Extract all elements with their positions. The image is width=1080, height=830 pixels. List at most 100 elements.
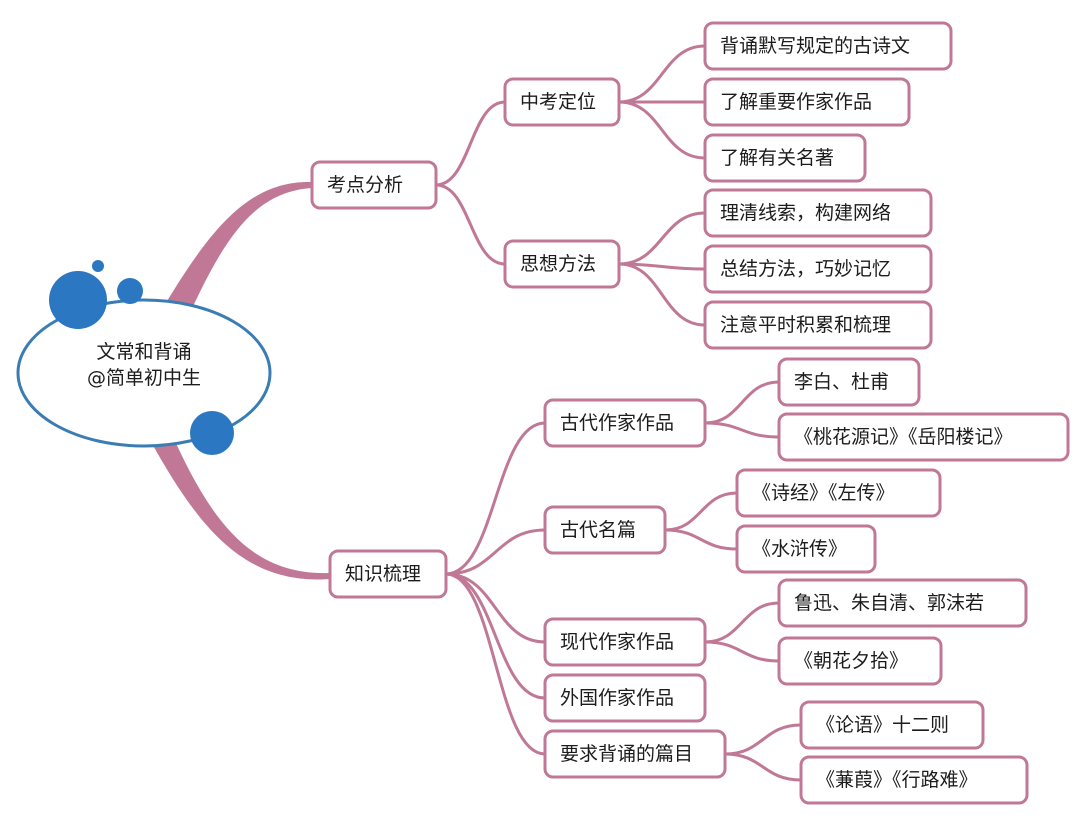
topic-node-0-1-box (503, 239, 621, 289)
topic-node-0-0-label: 中考定位 (520, 91, 596, 113)
leaf-node-0-1-1: 总结方法，巧妙记忆 (703, 244, 933, 294)
branch-node-1-box (328, 549, 448, 599)
leaf-node-0-1-1-label: 总结方法，巧妙记忆 (720, 258, 891, 280)
topic-node-0-0: 中考定位 (503, 77, 621, 127)
topic-node-1-1-label: 古代名篇 (560, 519, 636, 541)
leaf-node-1-1-0-box (735, 468, 942, 518)
edge-1-4-0 (723, 723, 803, 756)
topic-node-1-1: 古代名篇 (543, 505, 667, 555)
edge-1-1-0 (663, 491, 739, 532)
leaf-node-1-1-0-label: 《诗经》《左传》 (752, 482, 895, 504)
edge-1-0 (444, 421, 547, 576)
topic-node-1-2: 现代作家作品 (543, 617, 707, 667)
leaf-node-1-0-1-box (777, 412, 1070, 462)
bubble-large (49, 271, 107, 329)
leaf-node-1-1-1-box (735, 524, 877, 574)
leaf-node-0-0-0-box (703, 21, 953, 71)
leaf-node-0-1-2: 注意平时积累和梳理 (703, 300, 933, 350)
leaf-node-1-4-0: 《论语》十二则 (799, 700, 985, 750)
edge-1-2-1 (703, 640, 781, 663)
bubble-small (92, 260, 104, 272)
leaf-node-1-2-1-label: 《朝花夕拾》 (794, 650, 908, 672)
topic-node-1-2-label: 现代作家作品 (560, 631, 674, 653)
edge-1-0-0 (703, 380, 781, 425)
leaf-node-1-4-1-box (799, 755, 1029, 805)
topic-node-1-0-box (543, 398, 707, 448)
leaf-node-1-1-1: 《水浒传》 (735, 524, 877, 574)
branch-node-1-label: 知识梳理 (345, 563, 421, 585)
leaf-node-1-0-0-label: 李白、杜甫 (794, 371, 889, 393)
leaf-node-1-0-0-box (777, 357, 921, 407)
connector-lines (434, 44, 803, 782)
leaf-node-0-0-1-box (703, 77, 911, 127)
leaf-node-1-4-0-box (799, 700, 985, 750)
leaf-node-1-2-0-box (777, 578, 1028, 628)
edge-0-1 (434, 183, 507, 266)
topic-node-1-2-box (543, 617, 707, 667)
edge-1-0-1 (703, 421, 781, 439)
leaf-node-1-4-0-label: 《论语》十二则 (816, 714, 949, 736)
edge-1-2 (444, 572, 547, 644)
leaf-node-1-0-1: 《桃花源记》《岳阳楼记》 (777, 412, 1070, 462)
leaf-node-1-4-1: 《蒹葭》《行路难》 (799, 755, 1029, 805)
edge-1-1-1 (663, 528, 739, 551)
leaf-node-1-0-1-label: 《桃花源记》《岳阳楼记》 (794, 426, 1013, 448)
edge-0-0 (434, 100, 507, 187)
leaf-node-0-0-2-label: 了解有关名著 (720, 147, 834, 169)
edge-1-1 (444, 528, 547, 576)
edge-1-4 (444, 572, 547, 756)
topic-node-1-0: 古代作家作品 (543, 398, 707, 448)
leaf-node-0-0-2-box (703, 133, 867, 183)
topic-node-0-1-label: 思想方法 (520, 253, 596, 275)
edge-1-3 (444, 572, 547, 700)
leaf-node-1-2-0-label: 鲁迅、朱自清、郭沫若 (794, 592, 984, 614)
leaf-node-1-1-0: 《诗经》《左传》 (735, 468, 942, 518)
leaf-node-1-2-1: 《朝花夕拾》 (777, 636, 943, 686)
branch-node-0: 考点分析 (310, 160, 438, 210)
topic-node-1-3: 外国作家作品 (543, 673, 707, 723)
root-node: 文常和背诵 @简单初中生 (16, 181, 330, 580)
leaf-node-1-2-0: 鲁迅、朱自清、郭沫若 (777, 578, 1028, 628)
leaf-node-0-0-1-label: 了解重要作家作品 (720, 91, 872, 113)
topic-node-0-0-box (503, 77, 621, 127)
topic-node-1-3-box (543, 673, 707, 723)
edge-0-1-2 (617, 262, 707, 327)
leaf-node-0-1-1-box (703, 244, 933, 294)
leaf-node-0-0-1: 了解重要作家作品 (703, 77, 911, 127)
root-title: 文常和背诵 (96, 341, 191, 363)
root-ellipse (16, 298, 272, 448)
trunk-upper (150, 181, 312, 335)
topic-node-1-4: 要求背诵的篇目 (543, 729, 727, 779)
leaf-node-0-1-0-label: 理清线索，构建网络 (720, 202, 891, 224)
edge-1-4-1 (723, 752, 803, 782)
leaf-node-0-1-0-box (703, 188, 933, 238)
leaf-node-0-1-0: 理清线索，构建网络 (703, 188, 933, 238)
topic-node-0-1: 思想方法 (503, 239, 621, 289)
leaf-node-0-1-2-box (703, 300, 933, 350)
branch-node-1: 知识梳理 (328, 549, 448, 599)
bubble-medium (117, 278, 143, 304)
leaf-node-0-0-2: 了解有关名著 (703, 133, 867, 183)
topic-node-1-1-box (543, 505, 667, 555)
leaf-node-0-1-2-label: 注意平时积累和梳理 (720, 314, 891, 336)
bubble-bottom (190, 411, 234, 455)
root-subtitle: @简单初中生 (87, 367, 201, 389)
topic-node-1-4-box (543, 729, 727, 779)
edge-0-1-0 (617, 211, 707, 266)
leaf-node-1-2-1-box (777, 636, 943, 686)
topic-node-1-0-label: 古代作家作品 (560, 412, 674, 434)
leaf-node-1-4-1-label: 《蒹葭》《行路难》 (816, 769, 978, 791)
leaf-node-1-0-0: 李白、杜甫 (777, 357, 921, 407)
topic-node-1-4-label: 要求背诵的篇目 (560, 743, 693, 765)
leaf-node-0-0-0-label: 背诵默写规定的古诗文 (720, 35, 910, 57)
branch-node-0-box (310, 160, 438, 210)
edge-0-1-1 (617, 262, 707, 271)
topic-node-1-3-label: 外国作家作品 (560, 687, 674, 709)
edge-1-2-0 (703, 601, 781, 644)
edge-0-0-0 (617, 44, 707, 104)
branch-node-0-label: 考点分析 (327, 174, 403, 196)
leaf-node-0-0-0: 背诵默写规定的古诗文 (703, 21, 953, 71)
trunk-lower (150, 430, 330, 580)
edge-0-0-2 (617, 100, 707, 160)
